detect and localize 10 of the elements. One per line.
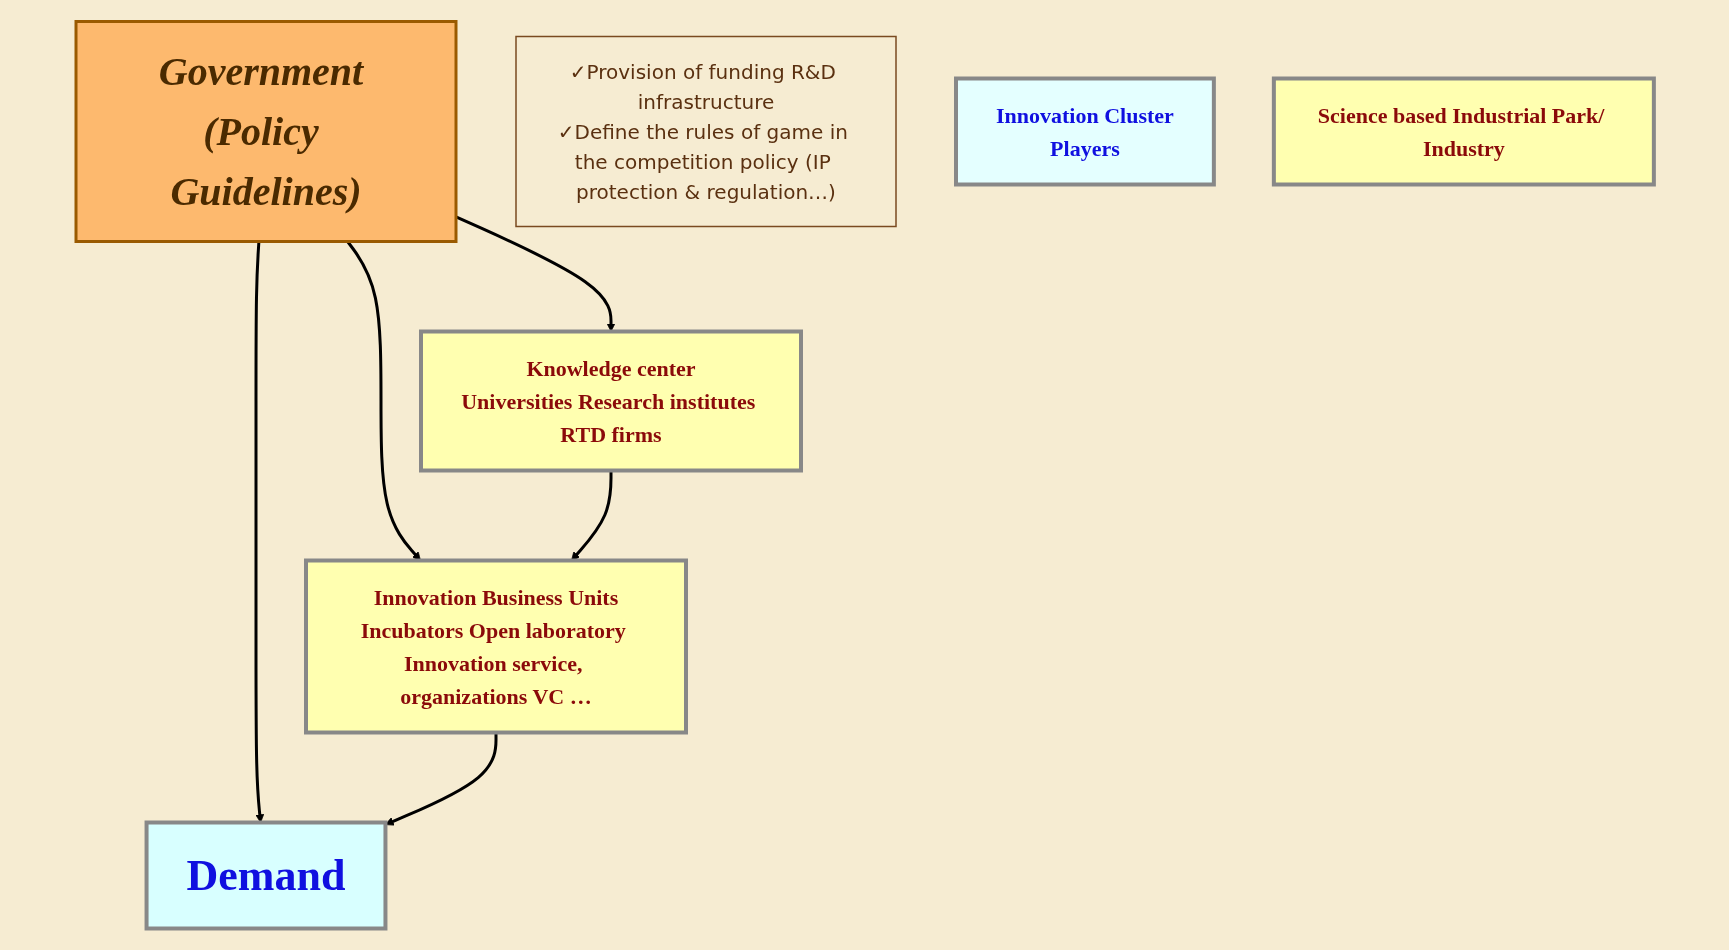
arrow — [384, 732, 498, 826]
node-box: Innovation Cluster Players — [953, 76, 1216, 187]
arrow — [254, 241, 264, 823]
node-box: ✓Provision of funding R&D infrastructure ✓Define the rules of game in the competition policy (IP protection & regulation…) — [514, 35, 897, 228]
node-box: Knowledge center Universities Research institutes RTD firms — [418, 329, 803, 473]
node-box: Innovation Business Units Incubators Open laboratory Innovation service, organizations VC … — [303, 558, 688, 735]
arrow — [570, 470, 613, 561]
node-box: Science based Industrial Park/ Industry — [1271, 76, 1656, 187]
node-box: Demand — [144, 820, 387, 931]
node-box: Government (Policy Guidelines) — [74, 20, 458, 243]
